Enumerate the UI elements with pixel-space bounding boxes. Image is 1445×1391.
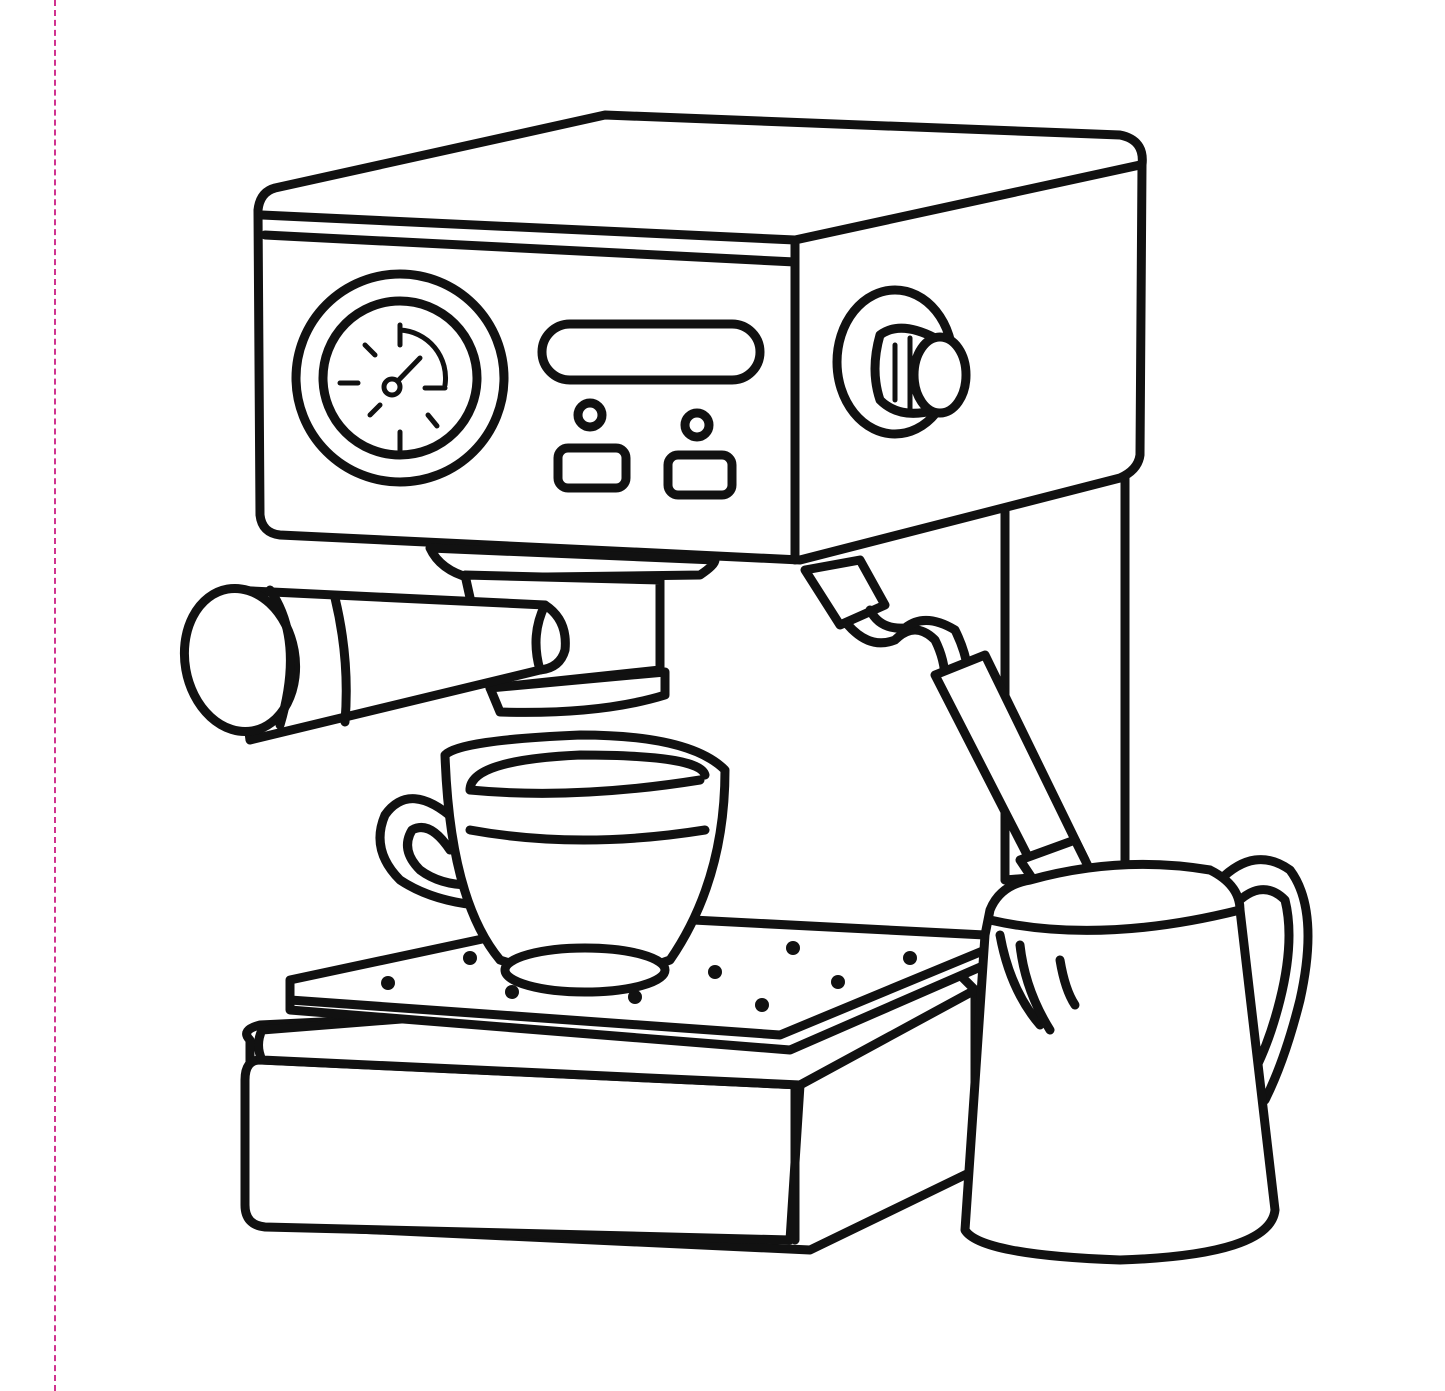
control-panel: [537, 319, 765, 500]
indicator-light-right: [680, 408, 714, 442]
button-right[interactable]: [663, 450, 737, 500]
steam-knob[interactable]: [832, 285, 971, 439]
espresso-cup: [375, 730, 730, 997]
button-left[interactable]: [553, 443, 631, 493]
indicator-light-left: [573, 398, 607, 432]
machine-base: [240, 970, 980, 1255]
pressure-gauge: [291, 269, 509, 487]
milk-pitcher: [960, 855, 1313, 1265]
display-panel: [537, 319, 765, 385]
dashed-cut-line: [54, 0, 56, 1391]
portafilter[interactable]: [173, 580, 570, 745]
